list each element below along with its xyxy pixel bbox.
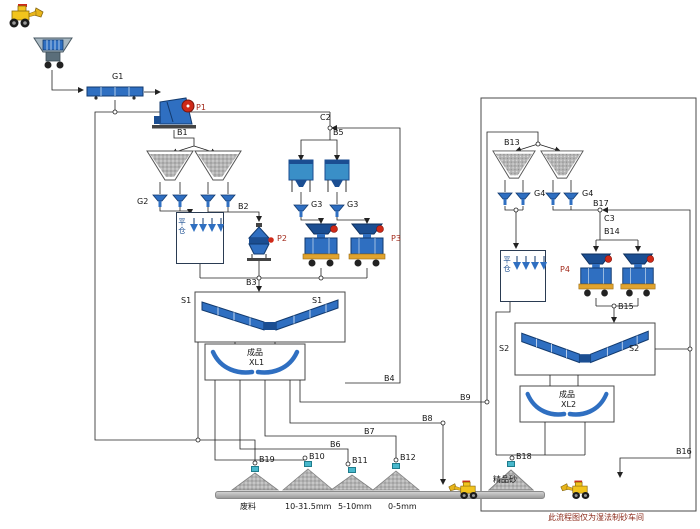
label-chengpin-1: 成品 (247, 348, 263, 357)
label-g4-right: G4 (582, 189, 594, 198)
label-b11: B11 (352, 456, 368, 465)
surge-bin-3 (492, 150, 536, 180)
cone-crusher-p2 (244, 222, 274, 266)
label-b5: B5 (333, 128, 344, 137)
label-p4: P4 (560, 265, 570, 274)
feed-funnel (545, 192, 561, 206)
label-b1: B1 (177, 128, 188, 137)
storage-tank-2 (322, 158, 352, 194)
wheel-loader-icon (448, 479, 482, 501)
discharge-chute (348, 467, 356, 473)
label-s1-left: S1 (181, 296, 192, 305)
label-c3: C3 (604, 214, 615, 223)
feed-funnel (329, 204, 345, 218)
stockpile-5-10 (330, 474, 374, 491)
wheel-loader-icon (4, 2, 44, 30)
feed-funnel (220, 194, 236, 208)
label-pingcang-2: 平仓 (502, 256, 512, 273)
product-belt-conveyor (215, 491, 545, 499)
sand-maker-1 (300, 222, 342, 268)
feed-funnel (293, 204, 309, 218)
stockpile-waste (231, 472, 279, 491)
label-g4-left: G4 (534, 189, 546, 198)
label-b16: B16 (676, 447, 692, 456)
silo-hangers (188, 217, 224, 237)
label-p1: P1 (196, 103, 206, 112)
label-s2-right: S2 (629, 344, 640, 353)
label-b9: B9 (460, 393, 471, 402)
feed-funnel (515, 192, 531, 206)
surge-bin-4 (540, 150, 584, 180)
label-fine-sand: 精品砂 (493, 475, 517, 484)
discharge-chute (251, 466, 259, 472)
vibrating-feeder-g1 (86, 84, 144, 100)
receiving-hopper (33, 36, 73, 70)
stockpile-0-5 (372, 470, 420, 491)
label-b12: B12 (400, 453, 416, 462)
label-b14: B14 (604, 227, 620, 236)
label-b8: B8 (422, 414, 433, 423)
feed-funnel (200, 194, 216, 208)
label-b13: B13 (504, 138, 520, 147)
storage-silo-2 (500, 250, 546, 302)
label-pile-waste: 废料 (240, 502, 256, 511)
feed-funnel (563, 192, 579, 206)
diagram-caption: 此流程图仅为湿法制砂车间 (548, 513, 644, 522)
surge-bin-2 (194, 150, 242, 182)
label-p3: P3 (391, 234, 401, 243)
sand-maker-2 (346, 222, 388, 268)
label-xl1: XL1 (249, 358, 265, 367)
label-b3: B3 (246, 278, 257, 287)
sand-maker-3 (576, 252, 616, 298)
label-g2: G2 (137, 197, 149, 206)
storage-tank-1 (286, 158, 316, 194)
label-pile-5-10: 5-10mm (338, 502, 372, 511)
wheel-loader-icon (560, 479, 594, 501)
feed-funnel (172, 194, 188, 208)
discharge-chute (392, 463, 400, 469)
feed-funnel (497, 192, 513, 206)
label-g1: G1 (112, 72, 124, 81)
label-pingcang-1: 平仓 (177, 218, 187, 235)
label-b6: B6 (330, 440, 341, 449)
storage-silo-1 (176, 212, 224, 264)
label-xl2: XL2 (561, 400, 577, 409)
label-p2: P2 (277, 234, 287, 243)
surge-bin-1 (146, 150, 194, 182)
discharge-chute (304, 461, 312, 467)
label-b15: B15 (618, 302, 634, 311)
label-b4: B4 (384, 374, 395, 383)
label-b17: B17 (593, 199, 609, 208)
silo-hangers (511, 255, 547, 275)
label-b2: B2 (238, 202, 249, 211)
label-s1-right: S1 (312, 296, 323, 305)
label-s2-left: S2 (499, 344, 510, 353)
sand-maker-4 (618, 252, 658, 298)
label-pile-10-31: 10-31.5mm (285, 502, 332, 511)
label-g3-left: G3 (311, 200, 323, 209)
label-chengpin-2: 成品 (559, 390, 575, 399)
label-b18: B18 (516, 452, 532, 461)
label-c2: C2 (320, 113, 331, 122)
feed-funnel (152, 194, 168, 208)
label-pile-0-5: 0-5mm (388, 502, 417, 511)
stockpile-10-31 (282, 468, 334, 491)
stockpile-fine-sand (488, 469, 534, 491)
discharge-chute (507, 461, 515, 467)
label-b10: B10 (309, 452, 325, 461)
label-b7: B7 (364, 427, 375, 436)
jaw-crusher-p1 (150, 94, 198, 130)
label-g3-right: G3 (347, 200, 359, 209)
label-b19: B19 (259, 455, 275, 464)
